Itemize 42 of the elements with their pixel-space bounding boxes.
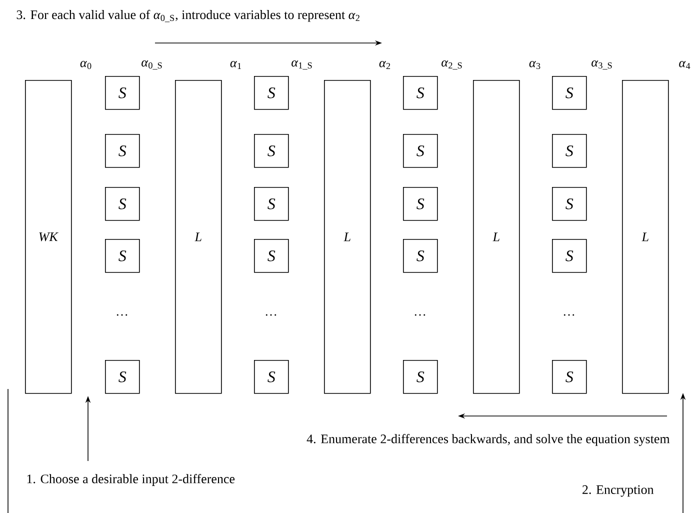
sbox: S [105, 360, 140, 394]
sbox: S [254, 360, 289, 394]
variable-label: α$_{2_S}$ [442, 60, 462, 70]
sbox: S [105, 239, 140, 273]
sbox: S [552, 187, 587, 221]
ellipsis: … [414, 314, 426, 316]
sbox: S [105, 187, 140, 221]
sbox: S [403, 187, 438, 221]
sbox: S [105, 76, 140, 110]
sbox: S [403, 360, 438, 394]
sbox: S [552, 360, 587, 394]
layer-box: L [324, 80, 371, 394]
variable-label: α$_{2}$ [379, 60, 390, 69]
variable-label: α$_{1}$ [230, 61, 241, 69]
sbox: S [254, 76, 289, 110]
variable-label: α$_{0}$ [80, 60, 92, 70]
layer-box: WK [25, 80, 72, 394]
variable-label: α$_{3}$ [529, 60, 540, 70]
step-text: 2. Encryption [582, 485, 654, 497]
layer-box: L [622, 80, 669, 394]
variable-label: α$_{3_S}$ [592, 60, 612, 70]
ellipsis: … [116, 314, 128, 316]
step-text: 1. Choose a desirable input 2-difference [27, 474, 235, 486]
sbox: S [254, 239, 289, 273]
sbox: S [403, 76, 438, 110]
variable-label: α$_{0_S}$ [142, 60, 162, 70]
sbox: S [105, 134, 140, 168]
step-text: 3. For each valid value of α$_{0_S}$, introduce variables to represent α$_{2}$ [16, 10, 360, 22]
variable-label: α$_{1_S}$ [292, 60, 312, 70]
variable-label: α$_{4}$ [679, 61, 690, 69]
layer-box: L [175, 80, 222, 394]
ellipsis: … [564, 314, 574, 316]
sbox: S [552, 76, 587, 110]
sbox: S [552, 239, 587, 273]
layer-box: L [473, 80, 520, 394]
sbox: S [254, 187, 289, 221]
sbox: S [552, 134, 587, 168]
ellipsis: … [266, 314, 276, 316]
sbox: S [254, 134, 289, 168]
step-text: 4. Enumerate 2-differences backwards, and solve the equation system [306, 434, 670, 446]
sbox: S [403, 239, 438, 273]
sbox: S [403, 134, 438, 168]
